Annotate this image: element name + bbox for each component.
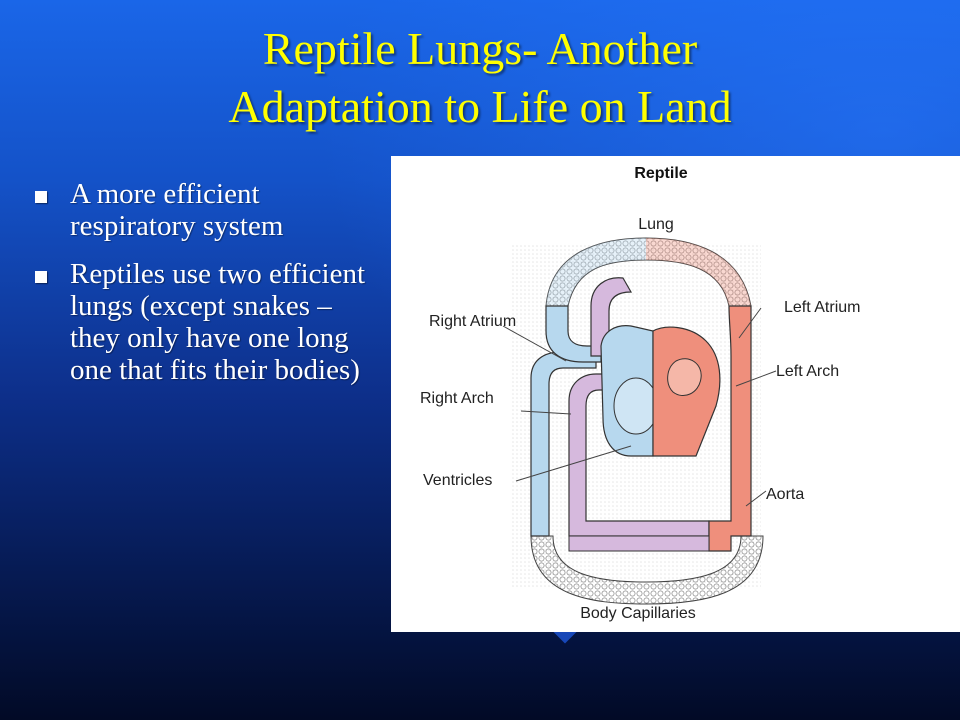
label-lung: Lung <box>638 216 674 233</box>
body-capillaries-network <box>530 535 764 605</box>
aorta-vessel <box>708 305 752 552</box>
label-body-capillaries: Body Capillaries <box>580 605 696 622</box>
heart-diagram-svg: Reptile Lung Right Atrium Left Atrium Le… <box>420 165 860 622</box>
lung-oxy-tint <box>646 238 751 306</box>
left-atrium-chamber <box>667 358 702 396</box>
pointer-left-atrium <box>738 307 762 339</box>
pointer-aorta <box>745 490 767 507</box>
heart-diagram: Reptile Lung Right Atrium Left Atrium Le… <box>391 156 960 632</box>
label-aorta: Aorta <box>766 486 804 503</box>
label-right-arch: Right Arch <box>420 390 494 407</box>
bullet-text: A more efficient respiratory system <box>70 178 284 242</box>
pointer-ventricles <box>515 445 632 482</box>
label-right-atrium: Right Atrium <box>429 313 516 330</box>
slide-title: Reptile Lungs- Another Adaptation to Lif… <box>60 20 900 136</box>
systemic-vein <box>530 351 597 537</box>
left-arch-vessel <box>590 277 633 357</box>
pointer-right-atrium <box>502 325 567 362</box>
pointer-right-arch <box>520 410 572 415</box>
title-line-2: Adaptation to Life on Land <box>228 81 732 132</box>
bullet-list: A more efficient respiratory system Rept… <box>30 178 370 402</box>
lung-deoxy-tint <box>546 238 646 306</box>
bullet-text: Reptiles use two efficient lungs (except… <box>70 258 366 386</box>
title-line-1: Reptile Lungs- Another <box>262 23 698 74</box>
bullet-square-icon <box>35 191 47 203</box>
pointer-left-arch <box>735 370 777 387</box>
label-ventricles: Ventricles <box>423 472 492 489</box>
label-left-arch: Left Arch <box>776 363 839 380</box>
bullet-item: A more efficient respiratory system <box>30 178 370 242</box>
bullet-square-icon <box>35 271 47 283</box>
arch-join <box>568 535 710 552</box>
label-left-atrium: Left Atrium <box>784 299 860 316</box>
diagram-heading: Reptile <box>634 165 687 182</box>
right-arch-vessel <box>568 373 710 537</box>
right-ventricle-chamber <box>613 377 659 435</box>
bullet-item: Reptiles use two efficient lungs (except… <box>30 258 370 386</box>
